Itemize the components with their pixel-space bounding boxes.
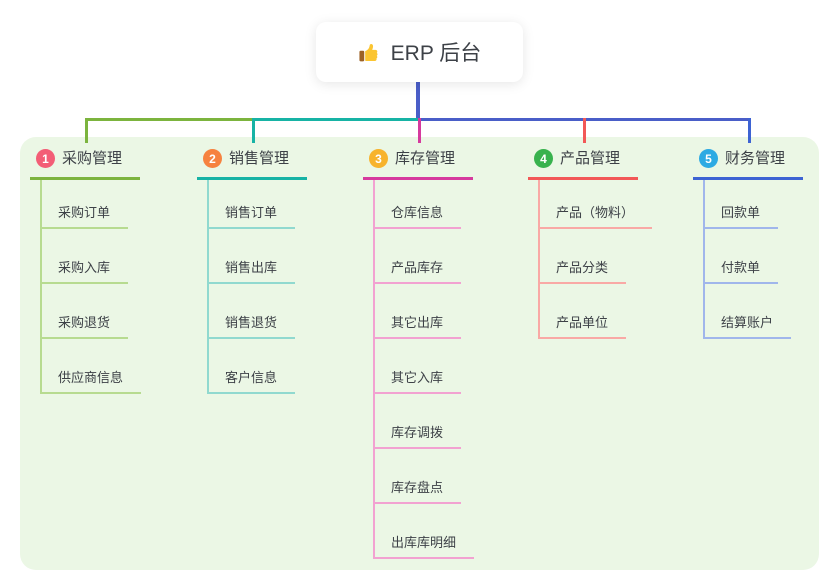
- connector-drop-4: [582, 118, 586, 143]
- branch-1-heading[interactable]: 1 采购管理: [30, 148, 140, 180]
- branch-2-item-4[interactable]: 客户信息: [209, 339, 296, 394]
- branch-label: 产品管理: [560, 150, 621, 167]
- branch-2-item-2[interactable]: 销售出库: [209, 229, 296, 284]
- branch-3-item-1[interactable]: 仓库信息: [375, 180, 462, 229]
- branch-2-item-1[interactable]: 销售订单: [209, 180, 296, 229]
- branch-3: 3 库存管理仓库信息产品库存其它出库其它入库库存调拨库存盘点出库库明细: [363, 148, 475, 559]
- branch-number-badge: 3: [369, 149, 388, 168]
- branch-3-item-3[interactable]: 其它出库: [375, 284, 462, 339]
- branch-5-heading[interactable]: 5 财务管理: [693, 148, 803, 180]
- branch-4-heading[interactable]: 4 产品管理: [528, 148, 638, 180]
- root-label: ERP 后台: [390, 42, 482, 65]
- branch-2: 2 销售管理销售订单销售出库销售退货客户信息: [197, 148, 307, 394]
- branch-1: 1 采购管理采购订单采购入库采购退货供应商信息: [30, 148, 142, 394]
- branch-5-item-2[interactable]: 付款单: [705, 229, 779, 284]
- branch-3-item-6[interactable]: 库存盘点: [375, 449, 462, 504]
- branch-4-items: 产品（物料）产品分类产品单位: [538, 180, 653, 339]
- branch-3-item-7[interactable]: 出库库明细: [375, 504, 475, 559]
- branch-1-items: 采购订单采购入库采购退货供应商信息: [40, 180, 142, 394]
- branch-2-heading[interactable]: 2 销售管理: [197, 148, 307, 180]
- branch-3-item-2[interactable]: 产品库存: [375, 229, 462, 284]
- branch-5: 5 财务管理回款单付款单结算账户: [693, 148, 803, 339]
- connector-bus-middle: [253, 118, 419, 121]
- branch-number-badge: 4: [534, 149, 553, 168]
- branch-5-items: 回款单付款单结算账户: [703, 180, 792, 339]
- branch-label: 财务管理: [725, 150, 786, 167]
- connector-drop-3: [417, 118, 421, 143]
- branch-number-badge: 5: [699, 149, 718, 168]
- branch-5-item-3[interactable]: 结算账户: [705, 284, 792, 339]
- branch-4-item-1[interactable]: 产品（物料）: [540, 180, 653, 229]
- branch-label: 采购管理: [62, 150, 123, 167]
- connector-stem: [415, 82, 420, 121]
- branches-panel: [20, 137, 819, 570]
- branch-1-item-2[interactable]: 采购入库: [42, 229, 129, 284]
- branch-label: 销售管理: [229, 150, 290, 167]
- root-node[interactable]: ERP 后台: [316, 22, 523, 82]
- branch-3-items: 仓库信息产品库存其它出库其它入库库存调拨库存盘点出库库明细: [373, 180, 475, 559]
- branch-label: 库存管理: [395, 150, 456, 167]
- branch-number-badge: 2: [203, 149, 222, 168]
- connector-drop-1: [84, 118, 88, 143]
- branch-number-badge: 1: [36, 149, 55, 168]
- branch-1-item-1[interactable]: 采购订单: [42, 180, 129, 229]
- branch-4: 4 产品管理产品（物料）产品分类产品单位: [528, 148, 653, 339]
- branch-2-items: 销售订单销售出库销售退货客户信息: [207, 180, 296, 394]
- branch-1-item-4[interactable]: 供应商信息: [42, 339, 142, 394]
- branch-3-item-5[interactable]: 库存调拨: [375, 394, 462, 449]
- thumbs-up-icon: [358, 41, 381, 64]
- connector-drop-2: [251, 118, 255, 143]
- branch-5-item-1[interactable]: 回款单: [705, 180, 779, 229]
- connector-drop-5: [747, 118, 751, 143]
- branch-1-item-3[interactable]: 采购退货: [42, 284, 129, 339]
- branch-4-item-3[interactable]: 产品单位: [540, 284, 627, 339]
- branch-3-item-4[interactable]: 其它入库: [375, 339, 462, 394]
- branch-2-item-3[interactable]: 销售退货: [209, 284, 296, 339]
- branch-4-item-2[interactable]: 产品分类: [540, 229, 627, 284]
- branch-3-heading[interactable]: 3 库存管理: [363, 148, 473, 180]
- connector-bus-left: [86, 118, 253, 121]
